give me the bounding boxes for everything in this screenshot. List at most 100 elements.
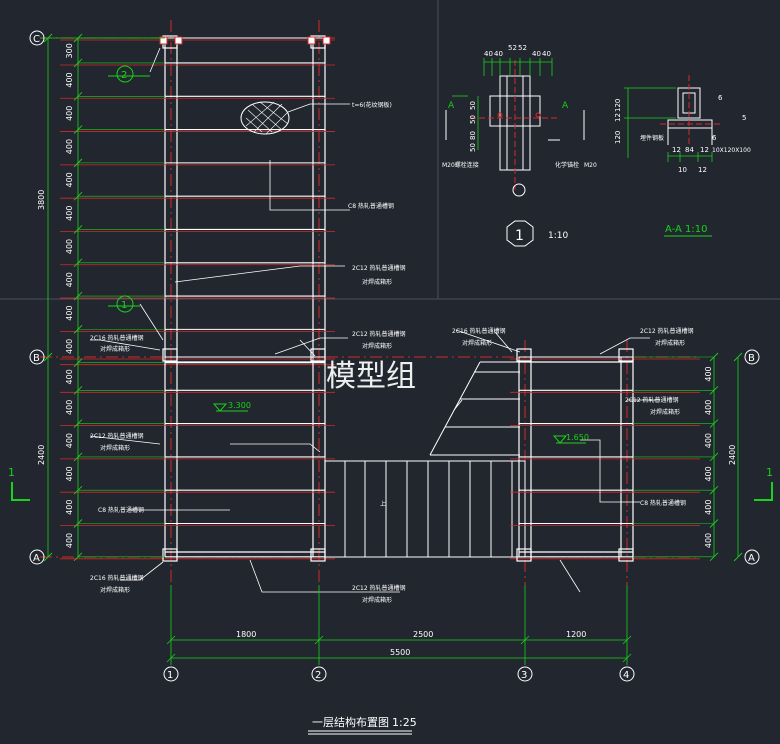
d1-bolt-left: M20螺栓连接: [442, 161, 479, 169]
note-c16-stair: 2C16 热轧普通槽钢: [452, 327, 506, 335]
dim-tick-total: [43, 352, 53, 362]
note-c16-left: 2C16 热轧普通槽钢: [90, 334, 144, 342]
drawing-scale: 1:25: [392, 716, 417, 729]
detail-tag-1: [108, 295, 140, 313]
dA-title: A-A 1:10: [665, 224, 708, 235]
column-nodes: [159, 35, 634, 562]
dA-dim-left-2: 12: [614, 113, 622, 122]
dim-right-total: 2400: [728, 445, 737, 465]
bottom-dimension-lines: [166, 585, 632, 665]
dim-left-segment: 400: [65, 433, 74, 448]
upper-bay-frame: [164, 38, 326, 357]
d1-dim-side-4: 50: [469, 143, 477, 152]
dim-tick-total: [733, 552, 743, 562]
column-node: [310, 548, 326, 562]
dA-dim-bottom-2: 84: [685, 146, 694, 154]
anchor-plate: [159, 36, 168, 45]
section-mark-left: [11, 482, 30, 501]
drawing-title: 一层结构布置图: [312, 715, 389, 729]
d1-label: 1: [515, 228, 524, 244]
dim-left-segment: 400: [65, 206, 74, 221]
note-c8-right: C8 热轧普通槽钢: [640, 499, 686, 507]
note-c12-mid: 2C12 热轧普通槽钢: [352, 330, 406, 338]
column-node: [162, 348, 178, 362]
note-c12-lower-sub: 对焊成箱形: [100, 444, 130, 452]
d1-scale: 1:10: [548, 231, 568, 241]
d1-label-bubble: [506, 220, 534, 247]
d1-dim-top-5: 40: [532, 50, 541, 58]
column-node: [162, 548, 178, 562]
note-c16-stair-sub: 对焊成箱形: [462, 339, 492, 347]
stair: [324, 361, 526, 558]
axis-label-b-right: B: [748, 353, 755, 364]
dim-left-segment: 400: [65, 239, 74, 254]
dim-left-segment: 400: [65, 106, 74, 121]
detail-tag-2-label: 2: [121, 70, 127, 81]
detail1-drawing: [445, 60, 585, 197]
lower-joists: [60, 356, 335, 560]
note-c12-right2: 2C12 热轧普通槽钢: [625, 396, 679, 404]
left-dimension-ticks: [43, 33, 165, 562]
dim-left-segment: 400: [65, 369, 74, 384]
d1-dim-top-3: 52: [508, 44, 517, 52]
dim-tick-total: [43, 33, 53, 43]
note-c8-upper: C8 热轧普通槽钢: [348, 202, 394, 210]
column-node: [618, 348, 634, 362]
dA-dim-left-1: 120: [614, 99, 622, 112]
d1-dim-top-2: 40: [494, 50, 503, 58]
dim-tick-total: [43, 552, 53, 562]
dA-dim-bottom-1: 12: [672, 146, 681, 154]
dA-dim-bottom-3: 12: [700, 146, 709, 154]
dim-right-segment: 400: [704, 466, 713, 481]
note-c12-upper-sub: 对焊成箱形: [362, 278, 392, 286]
elevation-mark-2: 1.650: [552, 433, 589, 444]
d1-section-letter-left: A: [448, 101, 455, 111]
dim-left-segment: 300: [65, 43, 74, 58]
section-mark-right-label: 1: [766, 466, 773, 479]
note-c12-upper: 2C12 热轧普通槽钢: [352, 264, 406, 272]
axis-label-a-left: A: [33, 553, 40, 564]
dA-note: 埋件钢板: [640, 134, 664, 142]
anchor-plate: [307, 36, 316, 45]
note-c12-mid-sub: 对焊成箱形: [362, 342, 392, 350]
d1-dim-top-6: 40: [542, 50, 551, 58]
axis-label-b-left: B: [33, 353, 40, 364]
section-mark-right: [754, 482, 773, 501]
d1-section-letter-right: A: [562, 101, 569, 111]
left-dimension-lines: [40, 37, 165, 557]
dim-left-segment: 400: [65, 272, 74, 287]
axis-label-1: 1: [167, 670, 173, 681]
dim-left-segment: 400: [65, 305, 74, 320]
section-mark-left-label: 1: [8, 466, 15, 479]
note-c8-lower: C8 热轧普通槽钢: [98, 506, 144, 514]
dA-dim-bottom2-2: 12: [698, 166, 707, 174]
dim-left-segment: 400: [65, 466, 74, 481]
dim-right-segment: 400: [704, 433, 713, 448]
dim-bottom-3: 1200: [566, 630, 586, 639]
upper-joists: [60, 37, 335, 366]
note-c12-right: 2C12 热轧普通槽钢: [640, 327, 694, 335]
title-underline: [308, 730, 412, 735]
dA-dim-right-3: 6: [712, 134, 717, 142]
dim-bottom-total: 5500: [390, 648, 410, 657]
dA-dim-right-2: 5: [742, 114, 746, 122]
anchor-plate: [174, 36, 183, 45]
column-node: [516, 348, 532, 362]
elevation-label-1: 3.300: [228, 401, 251, 410]
note-c12-bottom: 2C12 热轧普通槽钢: [352, 584, 406, 592]
axis-label-c-left: C: [33, 34, 40, 45]
d1-dim-top-4: 52: [518, 44, 527, 52]
detail-tag-1-label: 1: [121, 300, 127, 311]
watermark: 模型组: [326, 359, 416, 394]
left-dimension-texts: 3004004004004004004004004004004004004004…: [65, 43, 74, 548]
viewport-frame: [0, 0, 780, 300]
note-c16-bottom: 2C16 热轧普通槽钢: [90, 574, 144, 582]
d1-dim-top-1: 40: [484, 50, 493, 58]
detail-tag-2: [108, 65, 150, 83]
note-plate: t=6(花纹钢板): [352, 101, 392, 109]
detailA-drawing: [660, 75, 720, 145]
elevation-label-2: 1.650: [566, 433, 589, 442]
dA-plate-label: 10X120X100: [712, 147, 751, 154]
leaders: [89, 47, 660, 593]
